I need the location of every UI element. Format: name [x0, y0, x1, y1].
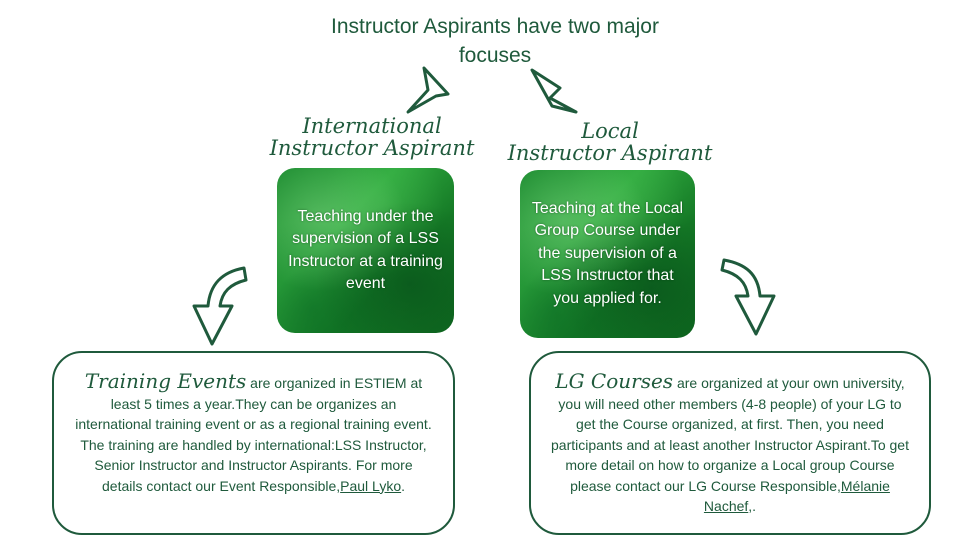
lg-course-responsible-link[interactable]: Mélanie Nachef [703, 477, 890, 515]
training-events-text: are organized in ESTIEM at least 5 times… [75, 375, 432, 494]
local-card: Teaching at the Local Group Course under… [520, 170, 695, 338]
lg-courses-box: LG Courses are organized at your own uni… [529, 351, 931, 535]
international-heading: International Instructor Aspirant [262, 115, 482, 159]
lg-courses-tail: ,. [748, 498, 757, 514]
training-events-lead: Training Events [84, 369, 247, 393]
local-heading-line1: Local [581, 119, 639, 143]
international-heading-line2: Instructor Aspirant [269, 136, 475, 160]
diagram-title: Instructor Aspirants have two major focu… [331, 15, 659, 67]
international-card: Teaching under the supervision of a LSS … [277, 168, 454, 333]
training-events-tail: . [401, 477, 405, 494]
local-card-text: Teaching at the Local Group Course under… [531, 199, 684, 307]
local-heading: Local Instructor Aspirant [505, 120, 715, 164]
arrow-up-left-icon [406, 66, 450, 114]
lg-courses-text: are organized at your own university, yo… [551, 375, 909, 494]
lg-courses-lead: LG Courses [555, 369, 674, 393]
international-card-text: Teaching under the supervision of a LSS … [288, 207, 443, 293]
curved-down-arrow-left-icon [192, 266, 248, 346]
arrow-down-right-icon [530, 68, 578, 114]
event-responsible-link[interactable]: Paul Lyko [340, 477, 402, 494]
training-events-box: Training Events are organized in ESTIEM … [52, 351, 455, 535]
curved-down-arrow-right-icon [720, 258, 776, 336]
local-heading-line2: Instructor Aspirant [507, 141, 713, 165]
international-heading-line1: International [302, 114, 442, 138]
